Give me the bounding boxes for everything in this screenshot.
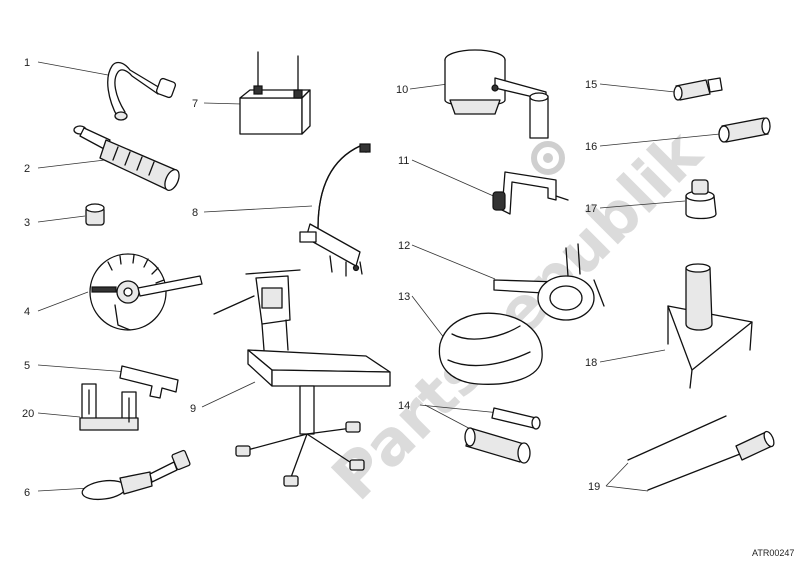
callout-2: 2 [24, 163, 30, 175]
callout-11: 11 [398, 155, 409, 167]
gear-icon [531, 141, 565, 175]
callout-16: 16 [585, 141, 597, 153]
callout-18: 18 [585, 357, 597, 369]
callout-6: 6 [24, 487, 30, 499]
callout-15: 15 [585, 79, 597, 91]
callout-14: 14 [398, 400, 410, 412]
callout-7: 7 [192, 98, 198, 110]
part-13-cover-bag [438, 312, 543, 385]
callout-8: 8 [192, 207, 198, 219]
callout-17: 17 [585, 203, 597, 215]
callout-3: 3 [24, 217, 30, 229]
part-12-ring-tool [493, 243, 605, 321]
part-1-hook-tool [107, 61, 177, 121]
part-16-knurled-sleeve [718, 117, 771, 143]
part-15-knurled-pin [673, 77, 723, 101]
callout-9: 9 [190, 403, 196, 415]
part-14-drift-pins [464, 407, 541, 464]
part-7-holder [239, 51, 311, 135]
callout-19: 19 [588, 481, 600, 493]
part-19-rods [627, 415, 775, 491]
part-10-cam-tool [444, 49, 549, 139]
part-18-press-tool [667, 263, 753, 389]
callout-10: 10 [396, 84, 408, 96]
diagram-code: ATR00247 [752, 548, 794, 558]
part-4-degree-wheel [89, 253, 203, 331]
callout-20: 20 [22, 408, 34, 420]
callout-1: 1 [24, 57, 30, 69]
part-3-bushing [85, 203, 105, 226]
part-17-bushing [685, 179, 717, 220]
part-2-puller [73, 125, 180, 191]
part-11-bracket [492, 171, 569, 215]
part-6-strap-wrench [81, 449, 191, 501]
callout-labels: 1 2 3 4 5 6 7 8 9 10 11 12 13 14 15 16 1… [22, 57, 600, 499]
part-8-curved-arm [299, 143, 371, 277]
callout-5: 5 [24, 360, 30, 372]
callout-13: 13 [398, 291, 410, 303]
callout-12: 12 [398, 240, 410, 252]
leader-lines [37, 61, 721, 492]
callout-4: 4 [24, 306, 30, 318]
part-5-plate [119, 365, 179, 399]
part-20-fixture [79, 383, 139, 431]
part-9-engine-stand [213, 269, 391, 487]
